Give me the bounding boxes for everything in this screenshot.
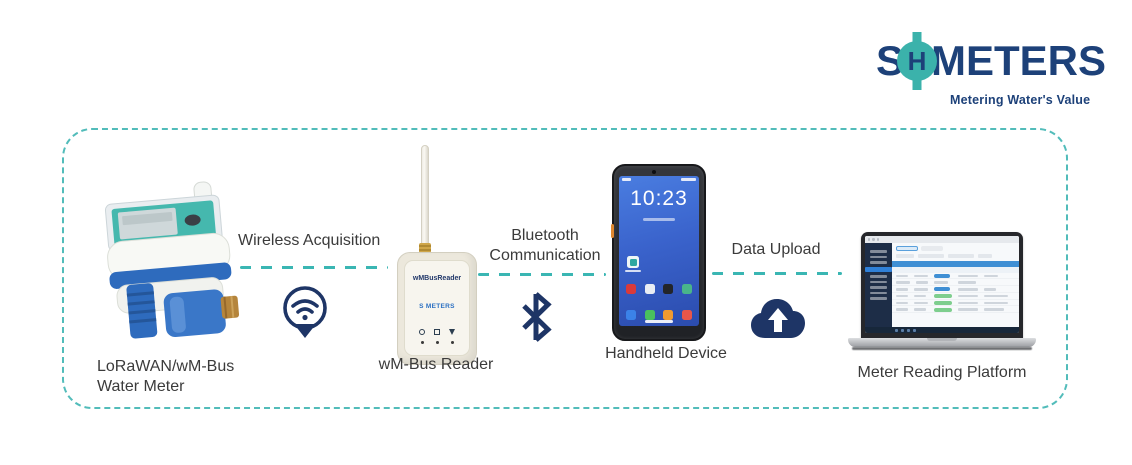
reader-front-panel: wMBusReader S METERS	[404, 260, 470, 356]
phone-dock-row	[626, 310, 692, 320]
dock-icon-phone	[626, 310, 636, 320]
status-pill	[934, 273, 950, 278]
platform-sidebar	[865, 243, 892, 327]
platform-table-header-band	[892, 260, 1019, 267]
laptop-notch	[927, 338, 957, 341]
laptop-screen	[861, 232, 1023, 338]
reader-indicator-leds	[405, 341, 469, 344]
power-indicator-icon	[419, 329, 425, 335]
water-meter-illustration	[104, 181, 240, 339]
meter-brass-ridge	[223, 296, 228, 319]
status-pill	[934, 307, 952, 312]
phone-clock: 10:23	[630, 187, 688, 210]
app-icon-gallery	[644, 284, 655, 294]
app-icon-red	[626, 284, 636, 294]
meter-ir-port	[184, 214, 201, 226]
table-row	[892, 306, 1019, 314]
phone-scan-button	[611, 224, 614, 238]
meter-lcd-row	[122, 211, 173, 226]
dock-icon-browser	[663, 310, 674, 320]
app-icon-camera	[663, 284, 674, 294]
reader-device-brand: S METERS	[419, 303, 455, 310]
sidebar-active-item	[865, 266, 892, 272]
dock-icon-store	[681, 310, 692, 320]
browser-bar	[865, 236, 1019, 243]
platform-filters	[892, 251, 1019, 258]
brand-letter-h: H	[907, 45, 927, 76]
phone-screen: 10:23	[619, 176, 699, 326]
platform-tabs	[892, 243, 1019, 251]
reader-antenna	[421, 145, 429, 247]
platform-ui	[865, 236, 1019, 333]
table-row	[892, 286, 1019, 293]
bluetooth-icon	[522, 292, 552, 342]
brand-h-emblem-icon: H	[897, 32, 937, 90]
brand-logo: S H METERS Metering Water's Value	[876, 32, 1106, 107]
phone-camera	[652, 170, 656, 174]
bluetooth-label-line2: Communication	[489, 247, 601, 264]
dock-icon-messages	[644, 310, 655, 320]
meter-pipe-ribs	[126, 291, 157, 324]
status-pill	[934, 294, 952, 299]
table-row	[892, 293, 1019, 300]
signal-indicator-icon	[449, 329, 455, 335]
dashed-connector-3	[712, 272, 842, 275]
table-row	[892, 279, 1019, 287]
phone-status-bar	[622, 178, 696, 181]
brand-letters-meters: METERS	[930, 37, 1106, 84]
reader-label: wM-Bus Reader	[378, 356, 494, 373]
handheld-device-illustration: 10:23	[611, 164, 706, 341]
dashed-connector-2	[478, 273, 606, 276]
platform-content	[892, 243, 1019, 327]
dashed-connector-1	[240, 266, 388, 269]
laptop-shadow	[852, 346, 1032, 350]
meter-cylinder-highlight	[169, 296, 186, 333]
brand-emblem-circle: H	[897, 41, 937, 81]
phone-home-bar	[645, 320, 673, 323]
meter-brass-fitting	[220, 295, 240, 319]
platform-main	[865, 243, 1019, 327]
handheld-label: Handheld Device	[605, 345, 727, 362]
water-meter-label-line2: Water Meter	[97, 378, 185, 395]
data-upload-label: Data Upload	[731, 241, 821, 258]
status-pill	[934, 301, 952, 306]
water-meter-label-line1: LoRaWAN/wM-Bus	[97, 358, 235, 375]
brand-wordmark: S H METERS	[876, 32, 1106, 90]
battery-indicator-icon	[434, 329, 440, 335]
reader-device-title: wMBusReader	[412, 275, 462, 282]
reader-antenna-connector	[419, 243, 431, 254]
platform-taskbar	[865, 327, 1019, 333]
meter-brass-ridge2	[230, 295, 235, 319]
table-row	[892, 300, 1019, 307]
wmbus-reader-illustration: wMBusReader S METERS	[397, 252, 477, 365]
water-meter-label: LoRaWAN/wM-Bus Water Meter	[97, 357, 267, 397]
cloud-upload-icon	[751, 299, 805, 338]
app-icon-files	[681, 284, 692, 294]
bluetooth-communication-label: Bluetooth Communication	[478, 226, 612, 266]
phone-meter-app-icon	[625, 256, 641, 272]
bluetooth-label-line1: Bluetooth	[511, 227, 579, 244]
laptop-illustration	[848, 232, 1036, 358]
reader-indicator-icons	[405, 329, 469, 335]
platform-label: Meter Reading Platform	[857, 364, 1027, 381]
diagram-frame	[62, 128, 1068, 409]
wireless-acquisition-label: Wireless Acquisition	[238, 232, 381, 249]
platform-table-head	[892, 267, 1019, 273]
phone-app-row	[626, 284, 692, 294]
meter-blue-band	[109, 262, 232, 289]
brand-tagline: Metering Water's Value	[950, 93, 1091, 107]
status-pill	[934, 287, 950, 292]
laptop-base	[848, 338, 1036, 347]
wifi-pin-icon	[283, 286, 327, 338]
table-row	[892, 273, 1019, 280]
phone-date-text	[643, 218, 675, 221]
